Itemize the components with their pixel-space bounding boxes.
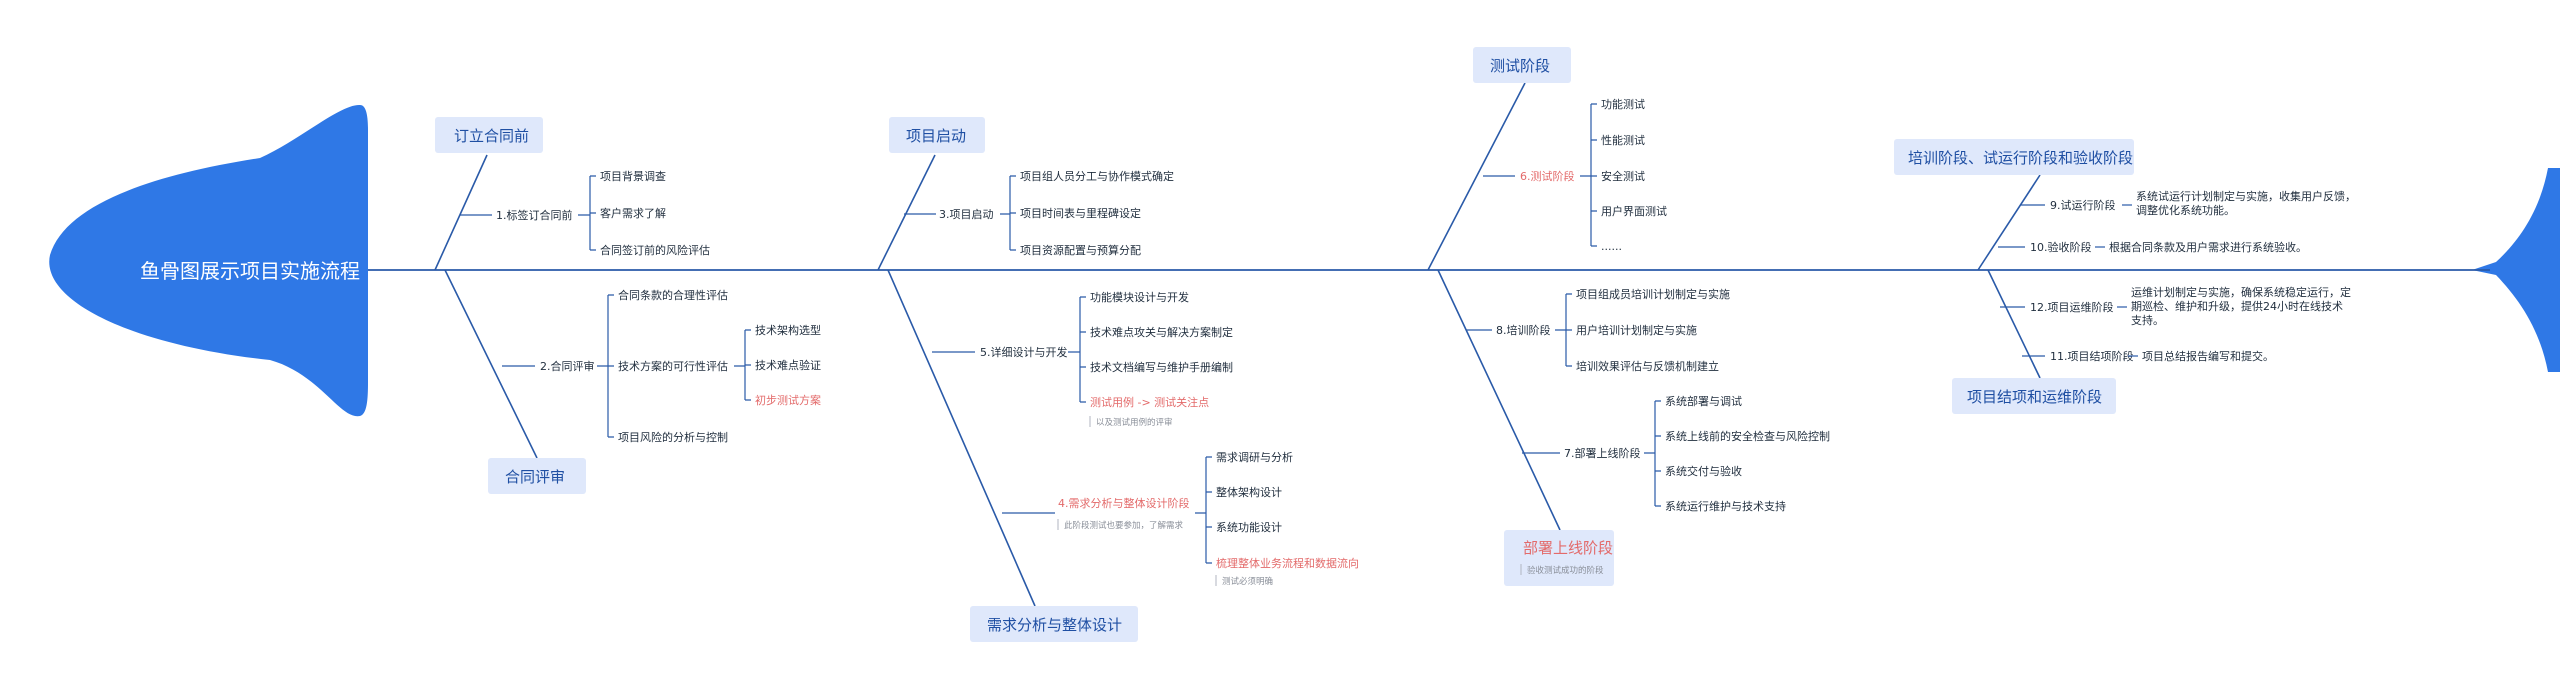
branch-4-note: 此阶段测试也要参加，了解需求 <box>1064 520 1184 531</box>
branch-4-label: 4.需求分析与整体设计阶段 <box>1058 496 1190 510</box>
category-box-6 <box>1504 530 1614 586</box>
branch-1-item: 项目背景调查 <box>600 169 666 183</box>
category-6-label: 部署上线阶段 <box>1523 539 1613 557</box>
bone-2 <box>444 269 538 459</box>
branch-2-subitem: 技术架构选型 <box>755 323 821 337</box>
branch-12-item: 期巡检、维护和升级，提供24小时在线技术 <box>2131 299 2343 313</box>
branch-4-item: 整体架构设计 <box>1216 485 1282 499</box>
branch-8-item: 项目组成员培训计划制定与实施 <box>1576 287 1730 301</box>
branch-6-item: ...... <box>1601 240 1622 253</box>
category-box-2 <box>488 458 586 494</box>
category-6-note: 验收测试成功的阶段 <box>1527 565 1604 576</box>
branch-5-label: 5.详细设计与开发 <box>980 345 1068 359</box>
branch-2-label: 2.合同评审 <box>540 359 595 373</box>
category-1-label: 订立合同前 <box>454 127 529 145</box>
category-box-4 <box>970 606 1138 642</box>
bone-5 <box>1427 82 1526 271</box>
head-title: 鱼骨图展示项目实施流程 <box>140 259 360 283</box>
branch-3-item: 项目资源配置与预算分配 <box>1020 243 1141 257</box>
branch-10-item: 根据合同条款及用户需求进行系统验收。 <box>2109 240 2307 254</box>
branch-4-item: 系统功能设计 <box>1216 520 1282 534</box>
branch-12-item: 运维计划制定与实施，确保系统稳定运行，定 <box>2131 285 2351 299</box>
branch-3-item: 项目时间表与里程碑设定 <box>1020 206 1141 220</box>
branch-1-item: 合同签订前的风险评估 <box>600 243 710 257</box>
category-box-3 <box>889 117 985 153</box>
branch-2-item: 技术方案的可行性评估 <box>618 359 728 373</box>
branch-9-item: 调整优化系统功能。 <box>2136 203 2235 217</box>
bone-1 <box>434 154 488 271</box>
branch-12-label: 12.项目运维阶段 <box>2030 300 2114 314</box>
branch-7-item: 系统部署与调试 <box>1665 394 1742 408</box>
bone-8 <box>1987 269 2041 379</box>
branch-6-item: 用户界面测试 <box>1601 204 1667 218</box>
branch-3-item: 项目组人员分工与协作模式确定 <box>1020 169 1174 183</box>
branch-7-label: 7.部署上线阶段 <box>1564 446 1641 460</box>
category-box-7 <box>1894 139 2134 175</box>
category-3-label: 项目启动 <box>906 127 966 145</box>
branch-2-item: 项目风险的分析与控制 <box>618 430 728 444</box>
branch-11-label: 11.项目结项阶段 <box>2050 349 2134 363</box>
category-7-label: 培训阶段、试运行阶段和验收阶段 <box>1908 149 2133 167</box>
branch-1-label: 1.标签订合同前 <box>496 208 573 222</box>
fish-head <box>49 104 369 417</box>
branch-8-item: 用户培训计划制定与实施 <box>1576 323 1697 337</box>
branch-6-item: 安全测试 <box>1601 169 1645 183</box>
branch-2-subitem: 初步测试方案 <box>755 393 821 407</box>
category-5-label: 测试阶段 <box>1490 57 1550 75</box>
branch-12-item: 支持。 <box>2131 313 2164 327</box>
bone-6 <box>1437 269 1561 531</box>
branch-9-label: 9.试运行阶段 <box>2050 198 2116 212</box>
branch-6-label: 6.测试阶段 <box>1520 169 1575 183</box>
category-8-label: 项目结项和运维阶段 <box>1967 388 2102 406</box>
branch-2-item: 合同条款的合理性评估 <box>618 288 728 302</box>
branch-4-item: 梳理整体业务流程和数据流向 <box>1216 556 1359 570</box>
branch-1-item: 客户需求了解 <box>600 206 666 220</box>
category-box-5 <box>1473 47 1571 83</box>
bone-7 <box>1977 174 2041 271</box>
branch-7-item: 系统运行维护与技术支持 <box>1665 499 1786 513</box>
branch-8-label: 8.培训阶段 <box>1496 323 1551 337</box>
fish-tail <box>2472 168 2560 372</box>
branch-5-item: 测试用例 -> 测试关注点 <box>1090 395 1209 409</box>
branch-4-item: 需求调研与分析 <box>1216 450 1293 464</box>
category-2-label: 合同评审 <box>505 468 565 486</box>
branch-4-item-note: 测试必须明确 <box>1222 576 1273 587</box>
branch-9-item: 系统试运行计划制定与实施，收集用户反馈， <box>2136 189 2356 203</box>
branch-6-item: 功能测试 <box>1601 97 1645 111</box>
category-box-8 <box>1952 378 2116 414</box>
bone-3 <box>877 154 936 271</box>
branch-5-note: 以及测试用例的评审 <box>1096 417 1173 428</box>
branch-11-item: 项目总结报告编写和提交。 <box>2142 349 2274 363</box>
branch-5-item: 功能模块设计与开发 <box>1090 290 1189 304</box>
category-box-1 <box>435 117 543 153</box>
category-4-label: 需求分析与整体设计 <box>987 616 1122 634</box>
branch-3-label: 3.项目启动 <box>939 208 994 221</box>
branch-8-item: 培训效果评估与反馈机制建立 <box>1576 359 1719 373</box>
branch-6-item: 性能测试 <box>1601 133 1645 147</box>
branch-10-label: 10.验收阶段 <box>2030 240 2092 254</box>
branch-2-subitem: 技术难点验证 <box>755 358 821 372</box>
branch-7-item: 系统交付与验收 <box>1665 464 1742 478</box>
branch-5-item: 技术文档编写与维护手册编制 <box>1090 360 1233 374</box>
branch-5-item: 技术难点攻关与解决方案制定 <box>1090 325 1233 339</box>
bone-4 <box>887 269 1036 607</box>
branch-7-item: 系统上线前的安全检查与风险控制 <box>1665 429 1830 443</box>
